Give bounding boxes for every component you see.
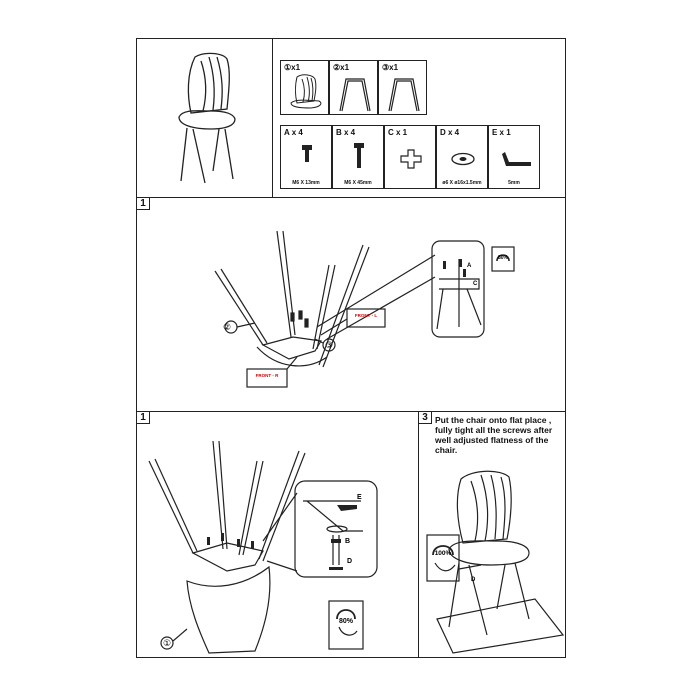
- hardware-cell-e: E x 1 5mm: [488, 125, 540, 189]
- hardware-label: A x 4: [284, 128, 303, 137]
- detail-letter-c: C: [473, 281, 478, 287]
- hardware-spec: M6 X 45mm: [344, 180, 372, 186]
- detail-letter-e: E: [357, 494, 362, 501]
- part-cell-front-legs: ②x1: [329, 60, 378, 115]
- step-number: 3: [418, 411, 432, 424]
- assembled-chair-illustration: [178, 52, 236, 184]
- leg-frame-icon: [339, 78, 371, 112]
- torque-label: 100%: [435, 550, 452, 557]
- hardware-cell-d: D x 4 ø6 X ø16x1.5mm: [436, 125, 488, 189]
- torque-label: 80%: [498, 255, 509, 261]
- section-divider-2: [137, 411, 565, 412]
- seat-attach-illustration: ① 80% E B D: [148, 440, 378, 654]
- hardware-cell-a: A x 4 M6 X 13mm: [280, 125, 332, 189]
- step-number: 1: [136, 197, 150, 210]
- hardware-cell-c: C x 1: [384, 125, 436, 189]
- hardware-spec: ø6 X ø16x1.5mm: [442, 180, 482, 186]
- step3-instruction: Put the chair onto flat place , fully ti…: [435, 415, 553, 455]
- hardware-label: D x 4: [440, 128, 460, 137]
- long-bolt-icon: [354, 143, 364, 168]
- instruction-sheet: ①x1 ②x1 ③x1 A x 4 M6 X 13mm: [136, 38, 566, 658]
- hardware-cell-b: B x 4 M6 X 45mm: [332, 125, 384, 189]
- section-divider-1: [137, 197, 565, 198]
- part-label: ①x1: [284, 63, 301, 72]
- cross-connector-icon: [400, 149, 422, 169]
- callout-cross: ③: [325, 341, 333, 351]
- hardware-label: C x 1: [388, 128, 408, 137]
- short-bolt-icon: [302, 145, 312, 162]
- callout-seat: ①: [163, 639, 171, 649]
- bottom-divider: [418, 411, 419, 657]
- callout-leg-frame: ②: [223, 323, 231, 333]
- tag-front-left: FRONT - L: [355, 313, 377, 318]
- detail-letter-a: A: [467, 263, 472, 269]
- hardware-spec: 5mm: [508, 180, 520, 186]
- leg-frame-icon: [388, 78, 420, 112]
- part-cell-rear-legs: ③x1: [378, 60, 427, 115]
- tag-front-right: FRONT - R: [256, 373, 279, 378]
- header-divider: [272, 39, 273, 197]
- hardware-label: E x 1: [492, 128, 511, 137]
- seat-shell-icon: [290, 74, 322, 109]
- upright-chair-illustration: 100% D: [426, 470, 565, 654]
- detail-letter-d: D: [347, 558, 352, 565]
- part-label: ②x1: [333, 63, 350, 72]
- part-label: ③x1: [382, 63, 399, 72]
- detail-letter-d: D: [471, 577, 476, 583]
- detail-letter-b: B: [345, 538, 350, 545]
- torque-label: 80%: [339, 618, 354, 625]
- part-cell-seat: ①x1: [280, 60, 329, 115]
- washer-icon: [451, 152, 475, 166]
- hardware-spec: M6 X 13mm: [292, 180, 320, 186]
- leg-frame-assembly-illustration: ② ③ FRONT - L FRONT - R 80% A C: [214, 230, 515, 388]
- step-number: 1: [136, 411, 150, 424]
- allen-key-icon: [502, 152, 531, 166]
- hardware-label: B x 4: [336, 128, 356, 137]
